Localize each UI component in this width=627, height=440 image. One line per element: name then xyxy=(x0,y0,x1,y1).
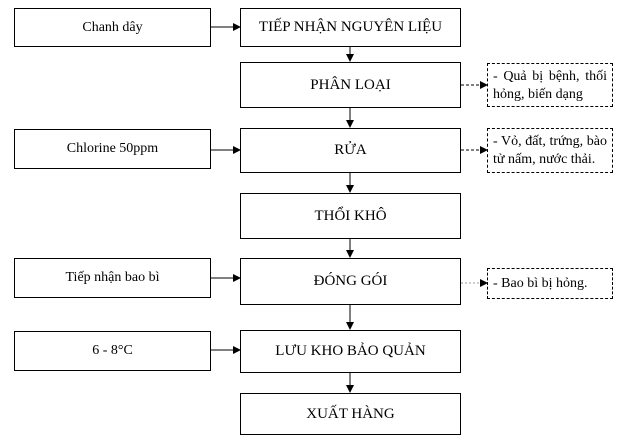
step-packing: ĐÓNG GÓI xyxy=(240,258,461,305)
step-washing: RỬA xyxy=(240,128,461,173)
step-sorting: PHÂN LOẠI xyxy=(240,62,461,108)
input-box-temperature: 6 - 8°C xyxy=(14,331,211,371)
step-dispatch: XUẤT HÀNG xyxy=(240,393,461,435)
output-box-damaged-packaging: - Bao bì bị hỏng. xyxy=(487,268,613,299)
input-box-passion-fruit: Chanh dây xyxy=(14,8,211,47)
input-box-chlorine: Chlorine 50ppm xyxy=(14,129,211,169)
step-receive-material: TIẾP NHẬN NGUYÊN LIỆU xyxy=(240,8,461,47)
input-box-packaging: Tiếp nhận bao bì xyxy=(14,258,211,298)
output-box-wash-waste: - Vỏ, đất, trứng, bào tử nấm, nước thải. xyxy=(487,128,613,173)
step-blow-dry: THỔI KHÔ xyxy=(240,193,461,239)
step-storage: LƯU KHO BẢO QUẢN xyxy=(240,330,461,373)
output-box-damaged-fruit: - Quả bị bệnh, thối hỏng, biến dạng xyxy=(487,63,613,107)
